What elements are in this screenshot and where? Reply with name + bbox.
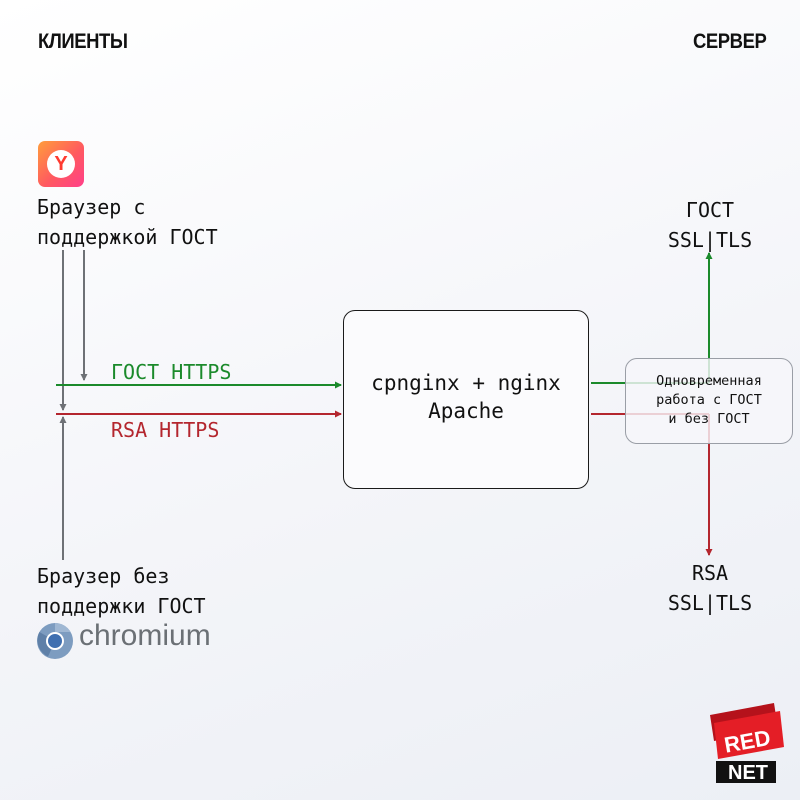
- rsa-ssl-label: RSA SSL|TLS: [667, 561, 753, 615]
- clients-heading: КЛИЕНТЫ: [38, 30, 128, 53]
- server-box: [343, 310, 589, 489]
- svg-text:NET: NET: [728, 762, 768, 784]
- yandex-browser-icon: Y: [38, 141, 84, 187]
- gost-ssl-label: ГОСТ SSL|TLS: [667, 198, 753, 252]
- server-box-label: cpnginx + nginx Apache: [371, 371, 561, 423]
- note-box: [625, 358, 793, 444]
- server-heading: СЕРВЕР: [692, 30, 767, 53]
- rsa-https-label: RSA HTTPS: [111, 418, 220, 442]
- chromium-icon: [37, 623, 73, 659]
- note-label: Одновременная работа с ГОСТ и без ГОСТ: [656, 373, 762, 427]
- gost-browser-label: Браузер с поддержкой ГОСТ: [37, 195, 218, 249]
- rednet-logo: RED NET: [710, 703, 784, 784]
- chromium-wordmark: chromium: [79, 619, 211, 652]
- nogost-browser-label: Браузер без поддержки ГОСТ: [37, 564, 206, 618]
- gost-https-label: ГОСТ HTTPS: [111, 360, 232, 384]
